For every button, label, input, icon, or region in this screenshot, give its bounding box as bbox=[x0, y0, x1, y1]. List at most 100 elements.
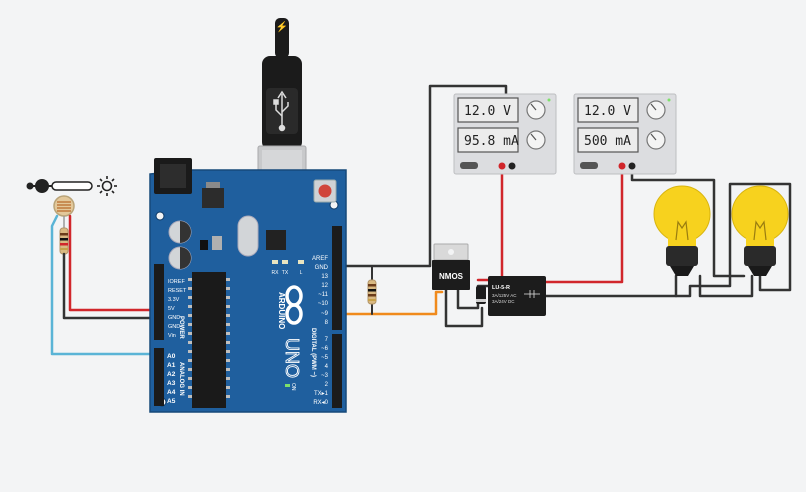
relay-model: LU-5-R bbox=[492, 285, 510, 291]
svg-text:~10: ~10 bbox=[318, 301, 329, 307]
crystal bbox=[237, 215, 259, 257]
svg-text:3.3V: 3.3V bbox=[168, 297, 180, 303]
power-group-label: POWER bbox=[178, 316, 184, 339]
digital-top-pin-labels: AREF GND 13 12 ~11 ~10 ~9 8 bbox=[312, 256, 329, 326]
power-supply-1[interactable]: 12.0 V 95.8 mA bbox=[453, 93, 557, 175]
relay-rating-ac: 3A/125V AC bbox=[492, 293, 517, 298]
light-bulb-2[interactable] bbox=[731, 185, 789, 276]
analog-header bbox=[154, 348, 164, 406]
bolt-icon: ⚡ bbox=[276, 20, 288, 33]
svg-text:~9: ~9 bbox=[321, 311, 329, 317]
flyback-diode[interactable] bbox=[476, 286, 486, 304]
sun-icon bbox=[97, 176, 117, 196]
supply2-negative-terminal[interactable] bbox=[628, 162, 636, 170]
power-pin-labels: IOREF RESET 3.3V 5V GND GND Vin bbox=[168, 279, 187, 339]
supply1-positive-terminal[interactable] bbox=[498, 162, 506, 170]
atmega-pins bbox=[188, 278, 230, 398]
analog-group-label: ANALOG IN bbox=[178, 362, 184, 396]
arduino-model: UNO bbox=[282, 338, 302, 378]
svg-text:4: 4 bbox=[325, 364, 329, 370]
supply1-negative-terminal[interactable] bbox=[508, 162, 516, 170]
usb-icon bbox=[273, 90, 289, 132]
on-led bbox=[285, 384, 290, 387]
mount-hole bbox=[155, 211, 165, 221]
svg-text:2: 2 bbox=[325, 382, 329, 388]
led-tx-label: TX bbox=[282, 270, 289, 276]
analog-pin-labels: A0 A1 A2 A3 A4 A5 bbox=[167, 353, 176, 405]
svg-text:RESET: RESET bbox=[168, 288, 187, 294]
svg-text:GND: GND bbox=[168, 324, 180, 330]
supply2-voltage: 12.0 V bbox=[584, 104, 631, 119]
svg-text:RX◂0: RX◂0 bbox=[313, 400, 328, 406]
relay-symbol-icon bbox=[524, 290, 540, 298]
photoresistor[interactable] bbox=[53, 195, 75, 217]
light-level-slider[interactable] bbox=[26, 176, 118, 196]
svg-text:A3: A3 bbox=[167, 380, 176, 387]
light-bulb-1[interactable] bbox=[653, 185, 711, 276]
wire-5v[interactable] bbox=[68, 214, 160, 312]
supply1-voltage: 12.0 V bbox=[464, 104, 511, 119]
svg-text:IOREF: IOREF bbox=[168, 279, 185, 285]
digital-header-bottom bbox=[332, 334, 342, 408]
svg-text:13: 13 bbox=[321, 274, 328, 280]
relay-module[interactable]: LU-5-R 3A/125V AC 3A/24V DC bbox=[488, 276, 546, 316]
slider-right-track bbox=[51, 181, 93, 191]
led-rx-label: RX bbox=[272, 270, 280, 276]
supply1-current-display bbox=[457, 127, 519, 153]
voltage-regulator bbox=[202, 188, 224, 208]
led-rx bbox=[272, 260, 278, 264]
svg-text:A2: A2 bbox=[167, 371, 176, 378]
supply2-voltage-display bbox=[577, 97, 639, 123]
wire-sensor-a0[interactable] bbox=[50, 214, 160, 356]
supply2-power-switch[interactable] bbox=[580, 162, 598, 169]
svg-text:GND: GND bbox=[315, 265, 329, 271]
svg-text:TX▸1: TX▸1 bbox=[314, 391, 329, 397]
slider-thumb[interactable] bbox=[35, 179, 49, 193]
relay-rating-dc: 3A/24V DC bbox=[492, 299, 515, 304]
svg-text:A5: A5 bbox=[167, 398, 176, 405]
svg-text:7: 7 bbox=[325, 337, 329, 343]
led-l bbox=[298, 260, 304, 264]
digital-bottom-pin-labels: 7 ~6 ~5 4 ~3 2 TX▸1 RX◂0 bbox=[313, 337, 328, 406]
arduino-brand: ARDUINO bbox=[277, 292, 286, 329]
wire-sensor-gnd[interactable] bbox=[62, 252, 160, 320]
wire-supply2-negative[interactable] bbox=[630, 164, 746, 278]
svg-text:8: 8 bbox=[325, 320, 329, 326]
wire-pin9-gate[interactable] bbox=[336, 290, 444, 316]
supply2-current-display bbox=[577, 127, 639, 153]
arduino-logo-icon bbox=[285, 285, 303, 325]
digital-header-top bbox=[332, 226, 342, 330]
svg-text:Vin: Vin bbox=[168, 333, 176, 339]
wire-supply2-positive[interactable] bbox=[543, 164, 624, 284]
svg-text:A0: A0 bbox=[167, 353, 176, 360]
wire-bulb-return[interactable] bbox=[698, 274, 754, 298]
svg-text:GND: GND bbox=[168, 315, 180, 321]
led-tx bbox=[282, 260, 288, 264]
power-supply-2[interactable]: 12.0 V 500 mA bbox=[573, 93, 677, 175]
svg-text:A1: A1 bbox=[167, 362, 176, 369]
svg-text:~3: ~3 bbox=[321, 373, 329, 379]
svg-text:~6: ~6 bbox=[321, 346, 329, 352]
pulldown-resistor[interactable] bbox=[59, 216, 69, 255]
arduino-uno-board[interactable]: RX TX L ARDUINO UNO ON IOREF RESET 3.3V … bbox=[149, 158, 347, 413]
supply1-voltage-display bbox=[457, 97, 519, 123]
nmos-transistor[interactable]: NMOS bbox=[432, 243, 470, 290]
usb-chip bbox=[266, 230, 286, 250]
svg-text:AREF: AREF bbox=[312, 256, 328, 262]
svg-text:5V: 5V bbox=[168, 306, 175, 312]
led-l-label: L bbox=[300, 270, 303, 276]
wire-mosfet-relay[interactable] bbox=[444, 288, 484, 328]
supply1-power-switch[interactable] bbox=[460, 162, 478, 169]
gate-resistor[interactable] bbox=[367, 279, 377, 305]
wire-supply1-positive[interactable] bbox=[476, 164, 504, 282]
atmega-chip bbox=[192, 272, 226, 408]
supply2-current: 500 mA bbox=[584, 134, 631, 149]
wire-relay-bulb1[interactable] bbox=[543, 274, 678, 298]
digital-group-label: DIGITAL (PWM ~) bbox=[310, 328, 316, 377]
supply1-current: 95.8 mA bbox=[464, 134, 519, 149]
mosfet-label: NMOS bbox=[439, 272, 464, 281]
on-label: ON bbox=[290, 383, 296, 391]
wire-bulb-chain[interactable] bbox=[674, 182, 792, 298]
supply2-positive-terminal[interactable] bbox=[618, 162, 626, 170]
svg-text:12: 12 bbox=[321, 283, 328, 289]
